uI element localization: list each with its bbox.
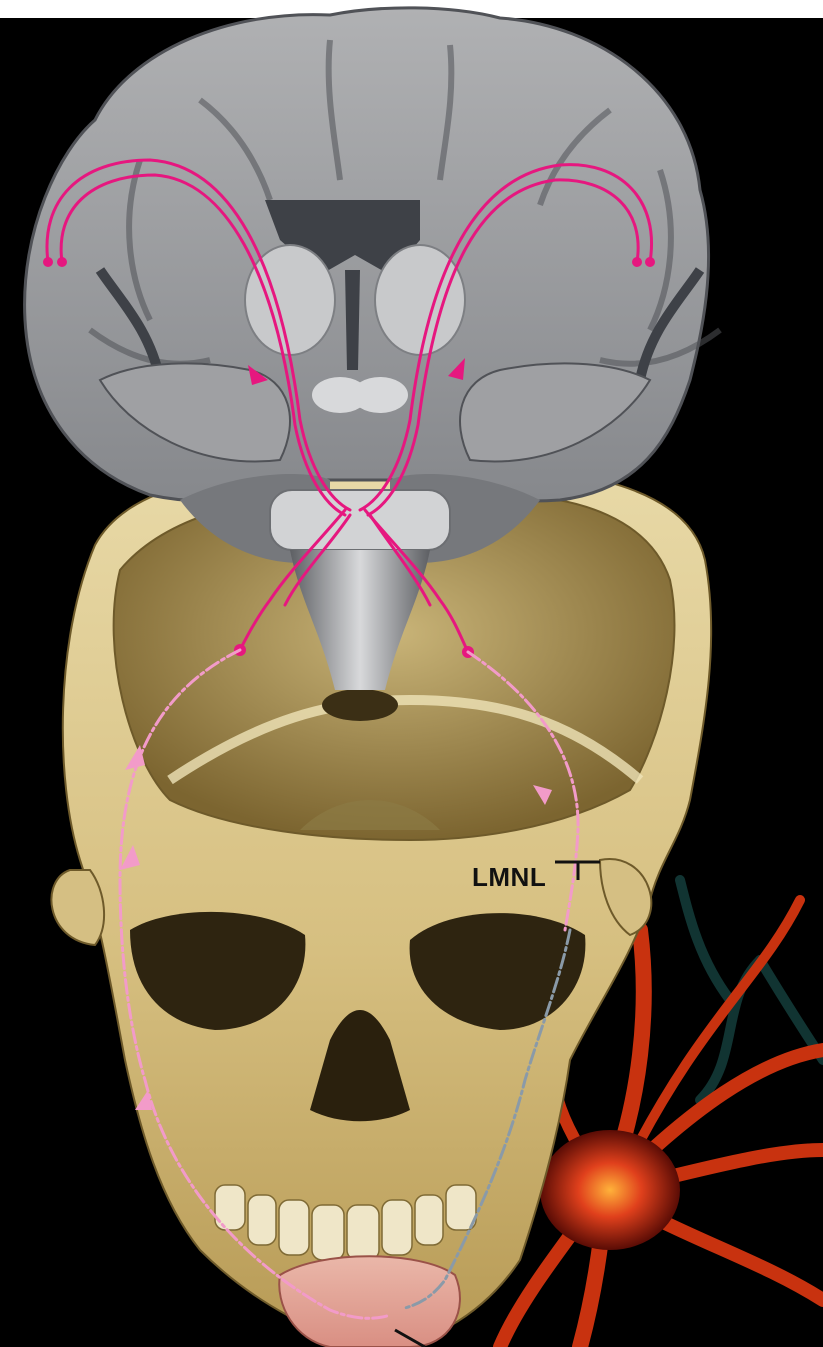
medulla-section xyxy=(270,490,450,550)
lesion-label: LMNL xyxy=(472,862,546,893)
third-ventricle xyxy=(345,270,360,370)
tongue xyxy=(279,1256,460,1347)
left-zygomatic-arch xyxy=(51,870,104,945)
background-neuron xyxy=(680,880,823,1100)
right-mammillary-region xyxy=(352,377,408,413)
left-basal-ganglia xyxy=(245,245,335,355)
neuron-soma xyxy=(540,1130,680,1250)
right-basal-ganglia xyxy=(375,245,465,355)
foramen-magnum xyxy=(322,689,398,721)
brain-coronal-section xyxy=(25,8,720,501)
